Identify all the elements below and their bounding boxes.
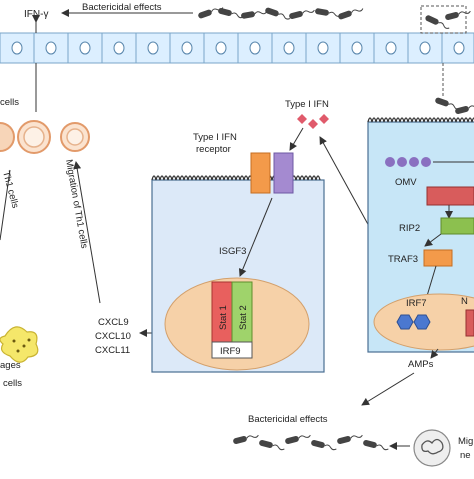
- bacteria-top-group: [198, 7, 471, 29]
- ifn-to-receptor-arrow: [289, 127, 304, 151]
- nod-receptor-box: [426, 186, 474, 206]
- rip2-to-traf3-arrow: [424, 233, 442, 247]
- th1-cells-label-partial: Th1 cells: [0, 170, 21, 210]
- left-partial-arrow: [0, 169, 11, 241]
- bacterium-icon: [425, 15, 450, 29]
- bacterium-icon: [241, 11, 268, 19]
- th1-cell-nucleus: [23, 126, 45, 148]
- epithelial-cell-nucleus: [113, 41, 125, 55]
- receptor-subunit-purple: [273, 152, 294, 194]
- migration-th1-label: Migration of Th1 cells: [63, 159, 90, 250]
- epithelial-cell-nucleus: [215, 41, 227, 55]
- bacterium-icon: [445, 10, 471, 21]
- irf7-hexagon: [396, 314, 414, 330]
- ifn-gamma-label: IFN-γ: [24, 9, 48, 20]
- irf9-box: [211, 341, 253, 359]
- epithelial-cell-nucleus: [419, 41, 431, 55]
- amps-label: AMPs: [408, 359, 434, 370]
- epithelial-cell-nucleus: [351, 41, 363, 55]
- right-nucleus-red-protein: [465, 309, 474, 337]
- bacteria-right-group: [435, 97, 474, 115]
- cells-label-partial-bottom: cells: [3, 378, 22, 389]
- neutrophil-label-partial: ne: [460, 450, 471, 461]
- irf7-hexagon: [413, 314, 431, 330]
- right-cell-to-ifn-arrow: [319, 136, 371, 229]
- type1-ifn-receptor-label-line1: Type I IFN: [193, 132, 237, 143]
- epithelial-cell-nucleus: [181, 41, 193, 55]
- bacteria-bottom-group: [233, 434, 389, 451]
- zoom-box: [420, 5, 467, 34]
- bacterium-icon: [218, 7, 244, 19]
- bacterium-icon: [259, 439, 285, 451]
- neutrophil: [413, 429, 451, 467]
- irf9-label: IRF9: [220, 346, 241, 357]
- epithelial-layer: [0, 32, 474, 64]
- th1-cell-group: [0, 120, 90, 154]
- bacterium-icon: [311, 439, 337, 451]
- epithelial-cell-nucleus: [283, 41, 295, 55]
- epithelial-cell-nucleus: [317, 41, 329, 55]
- chemokine-cxcl11: CXCL11: [95, 345, 130, 356]
- bactericidal-top-label: Bactericidal effects: [82, 2, 162, 13]
- macrophage: [0, 326, 39, 363]
- type1-ifn-label: Type I IFN: [285, 99, 329, 110]
- migration-arrow: [73, 161, 101, 304]
- nucleus-to-amps-arrow: [430, 348, 439, 359]
- chemokine-cxcl10: CXCL10: [95, 331, 131, 342]
- bacterium-icon: [265, 7, 291, 20]
- bacterium-icon: [315, 8, 341, 17]
- irf7-label: IRF7: [406, 298, 427, 309]
- omv-label: OMV: [395, 177, 417, 188]
- th1-cell-nucleus: [66, 128, 84, 146]
- epithelial-cell-nucleus: [11, 41, 23, 55]
- isgf3-label: ISGF3: [219, 246, 246, 257]
- chemokine-cxcl9: CXCL9: [98, 317, 129, 328]
- migration-label-partial: Mig: [458, 436, 473, 447]
- receptor-subunit-orange: [250, 152, 271, 194]
- nucleus-label-partial: N: [461, 296, 468, 307]
- amps-to-bactericidal-arrow: [361, 372, 415, 406]
- bacterium-icon: [285, 434, 311, 445]
- epithelial-cell-nucleus: [453, 41, 465, 55]
- bactericidal-bottom-label: Bactericidal effects: [248, 414, 328, 425]
- bacterium-icon: [289, 9, 315, 20]
- epithelial-cell-nucleus: [147, 41, 159, 55]
- epithelial-cell-nucleus: [385, 41, 397, 55]
- bacterium-icon: [233, 434, 259, 445]
- bacterium-icon: [363, 439, 389, 451]
- rip2-box: [440, 217, 474, 235]
- macrophages-label-partial: ages: [0, 360, 21, 371]
- stat1-label: Stat 1: [218, 305, 229, 330]
- th1-cell: [0, 122, 15, 152]
- bacterium-icon: [455, 104, 474, 115]
- cells-label-partial: cells: [0, 97, 19, 108]
- type1-ifn-molecules: [297, 114, 329, 129]
- receptor-to-nucleus-arrow: [238, 197, 273, 277]
- stat2-label: Stat 2: [238, 305, 249, 330]
- epithelial-cell-nucleus: [249, 41, 261, 55]
- rip2-label: RIP2: [399, 223, 420, 234]
- epithelial-cell-nucleus: [79, 41, 91, 55]
- traf3-box: [423, 249, 453, 267]
- type1-ifn-receptor-label-line2: receptor: [196, 144, 231, 155]
- bacterium-icon: [338, 8, 364, 20]
- omv-vesicles: [385, 157, 431, 167]
- traf3-label: TRAF3: [388, 254, 418, 265]
- bacterium-icon: [337, 434, 363, 445]
- epithelial-cell-nucleus: [45, 41, 57, 55]
